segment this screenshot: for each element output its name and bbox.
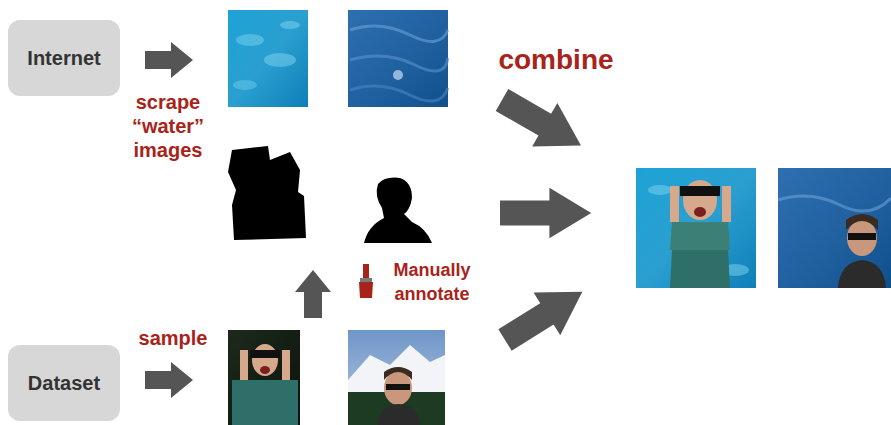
water-image <box>228 10 308 107</box>
paintbrush-icon <box>359 264 373 298</box>
combined-image <box>636 168 756 288</box>
box-label: Internet <box>27 47 100 70</box>
block-arrow <box>145 42 193 78</box>
annotation-label: Manually annotate <box>376 258 488 306</box>
combined-image <box>778 168 891 288</box>
water-image <box>348 10 448 107</box>
dataset-photo <box>228 330 300 425</box>
annotation-label: combine <box>486 44 626 76</box>
block-arrow <box>145 362 193 398</box>
annotation-label: scrape “water” images <box>120 90 216 162</box>
dataset-photo <box>348 330 445 425</box>
block-arrow <box>295 270 331 318</box>
block-arrow <box>492 270 596 361</box>
source-box: Internet <box>8 20 120 96</box>
block-arrow <box>489 78 593 167</box>
mask-silhouette <box>364 178 432 243</box>
mask-silhouette <box>228 146 306 240</box>
block-arrow <box>500 188 591 238</box>
source-box: Dataset <box>8 345 120 421</box>
box-label: Dataset <box>28 372 100 395</box>
annotation-label: sample <box>125 326 221 350</box>
